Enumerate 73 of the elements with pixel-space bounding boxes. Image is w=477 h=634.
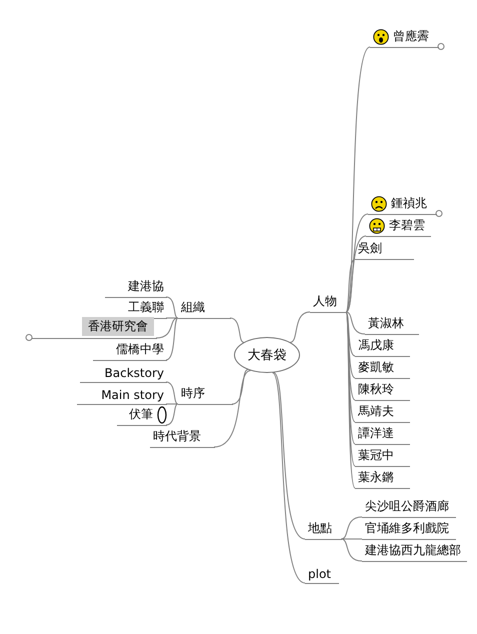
topic-underline <box>366 216 431 237</box>
branch-line <box>214 370 252 448</box>
topic-label: 人物 <box>313 293 337 310</box>
branch-line <box>346 258 356 312</box>
topic-label: 陳秋玲 <box>358 381 394 398</box>
branch-line <box>346 312 366 334</box>
topic-underline <box>355 358 410 379</box>
topic-underline <box>355 446 410 467</box>
topic-label: 曾應霽 <box>393 28 429 45</box>
branch-line <box>272 372 306 584</box>
topic-label: Backstory <box>104 366 164 380</box>
topic-underline <box>178 384 233 405</box>
branch-line <box>230 318 244 343</box>
highlighted-label: 香港研究會 <box>82 317 154 336</box>
branch-line <box>166 318 178 360</box>
topic-label: 鍾禎兆 <box>391 195 427 212</box>
topic-label: 建港協 <box>128 278 164 295</box>
branch-line <box>346 214 368 312</box>
topic-underline <box>32 318 157 339</box>
topic-underline <box>355 239 414 260</box>
topic-underline <box>305 519 342 540</box>
branch-line <box>346 312 356 378</box>
topic-label: 葉永鏘 <box>358 469 394 486</box>
branch-line <box>166 404 178 426</box>
topic-underline <box>362 497 456 518</box>
topic-label: 地點 <box>308 520 332 537</box>
topic-label: 工義聯 <box>128 299 164 316</box>
topic-label: 大春袋 <box>248 347 286 364</box>
branch-line <box>346 312 356 356</box>
topic-underline <box>355 336 410 357</box>
topic-label: 馬靖夫 <box>358 403 394 420</box>
topic-underline <box>368 194 437 215</box>
topic-label: 建港協西九龍總部 <box>365 542 461 559</box>
topic-label: 時序 <box>181 385 205 402</box>
topic-underline <box>355 424 410 445</box>
topic-label: 伏筆 <box>129 406 153 423</box>
branch-line <box>346 236 366 312</box>
branch-line <box>166 382 178 404</box>
topic-label: 組織 <box>181 299 205 316</box>
topic-underline <box>365 314 419 335</box>
topic-underline <box>117 405 167 426</box>
topic-underline <box>362 541 467 562</box>
topic-underline <box>150 427 215 448</box>
branch-line <box>346 312 356 422</box>
topic-label: Main story <box>101 388 164 402</box>
topic-label: 吳劍 <box>358 240 382 257</box>
topic-underline <box>105 277 167 298</box>
branch-line <box>273 372 306 540</box>
branch-line <box>340 538 362 540</box>
topic-label: 黃淑林 <box>368 315 404 332</box>
topic-underline <box>355 402 410 423</box>
branch-line <box>166 296 178 318</box>
topic-underline <box>355 380 410 401</box>
topic-underline <box>93 340 167 361</box>
branch-line <box>290 312 310 343</box>
topic-underline <box>355 468 410 489</box>
topic-underline <box>178 298 231 319</box>
topic-underline <box>370 27 439 48</box>
topic-underline <box>362 519 456 540</box>
topic-label: 麥凱敏 <box>358 359 394 376</box>
branch-line <box>340 538 362 562</box>
branch-line <box>340 516 362 540</box>
topic-label: 譚洋達 <box>358 425 394 442</box>
topic-label: 李碧雲 <box>389 217 425 234</box>
topic-label: 葉冠中 <box>358 447 394 464</box>
topic-label: 儒橋中學 <box>116 341 164 358</box>
topic-label: 馮戊康 <box>358 337 394 354</box>
topic-label: plot <box>308 567 331 581</box>
branch-line <box>232 369 248 404</box>
topic-label: 時代背景 <box>153 428 201 445</box>
branch-line <box>156 318 178 338</box>
topic-label: 官埇維多利戲院 <box>365 520 449 537</box>
topic-label: 尖沙咀公爵酒廊 <box>365 498 449 515</box>
